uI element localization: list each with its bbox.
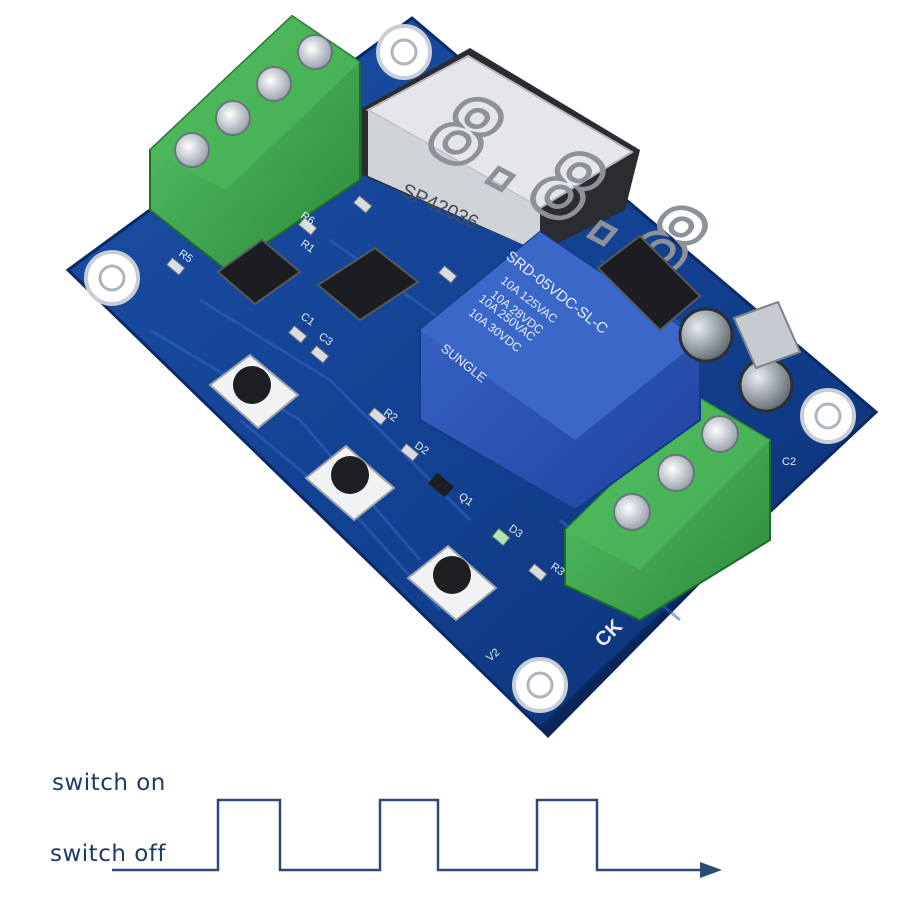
silk-c2: C2 (782, 456, 796, 468)
mount-hole-left (84, 250, 140, 306)
terminal-block-3pin (564, 396, 771, 622)
push-button-1 (208, 353, 300, 430)
capacitor-1 (678, 307, 734, 363)
smd-components (165, 195, 548, 582)
mount-hole-bottom (512, 657, 568, 713)
push-button-2 (304, 444, 396, 522)
push-button-3 (406, 544, 498, 622)
smd-transistor (428, 472, 454, 498)
switch-waveform (112, 798, 722, 878)
waveform-arrowhead (700, 862, 722, 878)
terminal-block-4pin (149, 14, 361, 272)
optocoupler (216, 238, 302, 306)
micro-usb-port (732, 300, 802, 370)
waveform-line (112, 798, 700, 872)
led-indicator (491, 527, 511, 547)
relay: SRD-05VDC-SL-C 10A 250VAC 10A 30VDC 10A … (419, 230, 701, 512)
ic-chip (316, 246, 420, 322)
mount-hole-right (800, 388, 856, 444)
switch-off-label: switch off (50, 841, 167, 867)
regulator-chip (596, 234, 702, 332)
switch-on-label: switch on (52, 770, 166, 796)
capacitor-2 (738, 357, 794, 413)
mount-hole-top (376, 24, 432, 80)
